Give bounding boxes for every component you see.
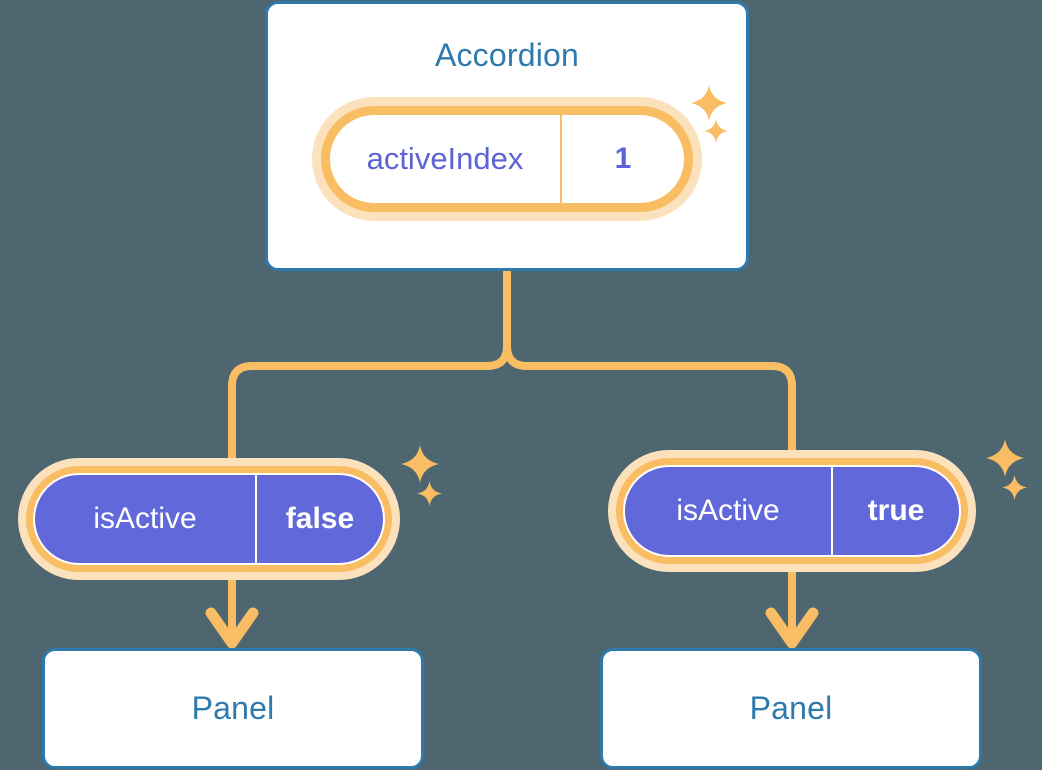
pill-ring: isActive true [616,458,968,564]
pill-body: isActive false [33,473,385,565]
panel-component-card[interactable]: Panel [42,648,424,769]
state-key-label: isActive [35,475,257,563]
state-pill-active-index[interactable]: activeIndex 1 [312,97,702,221]
branch-connector [228,268,511,462]
state-value-label: 1 [614,142,632,175]
state-pill-is-active-true[interactable]: isActive true [608,450,976,572]
panel-component-card[interactable]: Panel [600,648,982,769]
state-value-label: true [867,494,925,527]
panel-title: Panel [191,690,275,726]
arrow-down-icon [205,580,259,649]
pill-body: isActive true [623,465,961,557]
panel-title: Panel [749,690,833,726]
pill-ring: activeIndex 1 [321,106,693,212]
state-pill-is-active-false[interactable]: isActive false [18,458,400,580]
state-key-label: isActive [625,467,833,555]
pill-body: activeIndex 1 [330,115,684,203]
pill-ring: isActive false [26,466,392,572]
state-key-label: activeIndex [330,115,562,203]
arrow-down-icon [765,572,819,649]
state-value-label: false [285,502,355,535]
page-title: Accordion [434,37,580,73]
branch-connector [503,342,796,454]
